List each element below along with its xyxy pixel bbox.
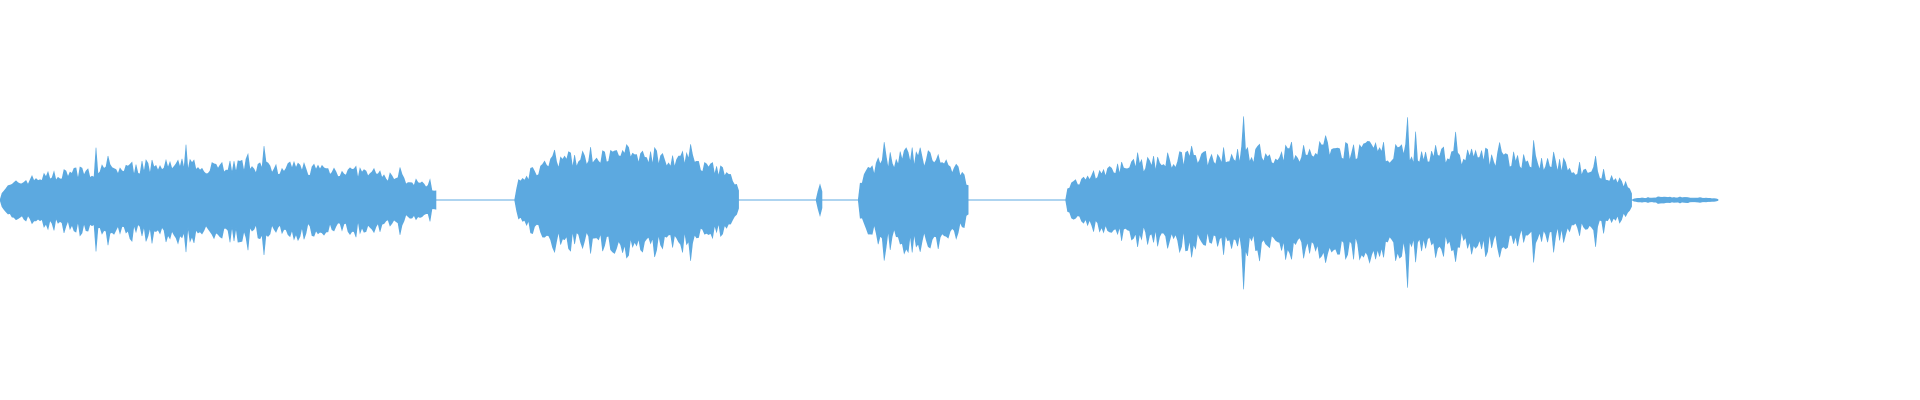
waveform-segment-4[interactable]	[857, 142, 969, 261]
waveform-segment-5[interactable]	[1065, 116, 1632, 290]
waveform-segment-6[interactable]	[1631, 196, 1719, 204]
waveform-segment-3[interactable]	[815, 183, 823, 218]
waveform-segment-2[interactable]	[514, 143, 739, 261]
waveform-segment-1[interactable]	[0, 144, 437, 256]
